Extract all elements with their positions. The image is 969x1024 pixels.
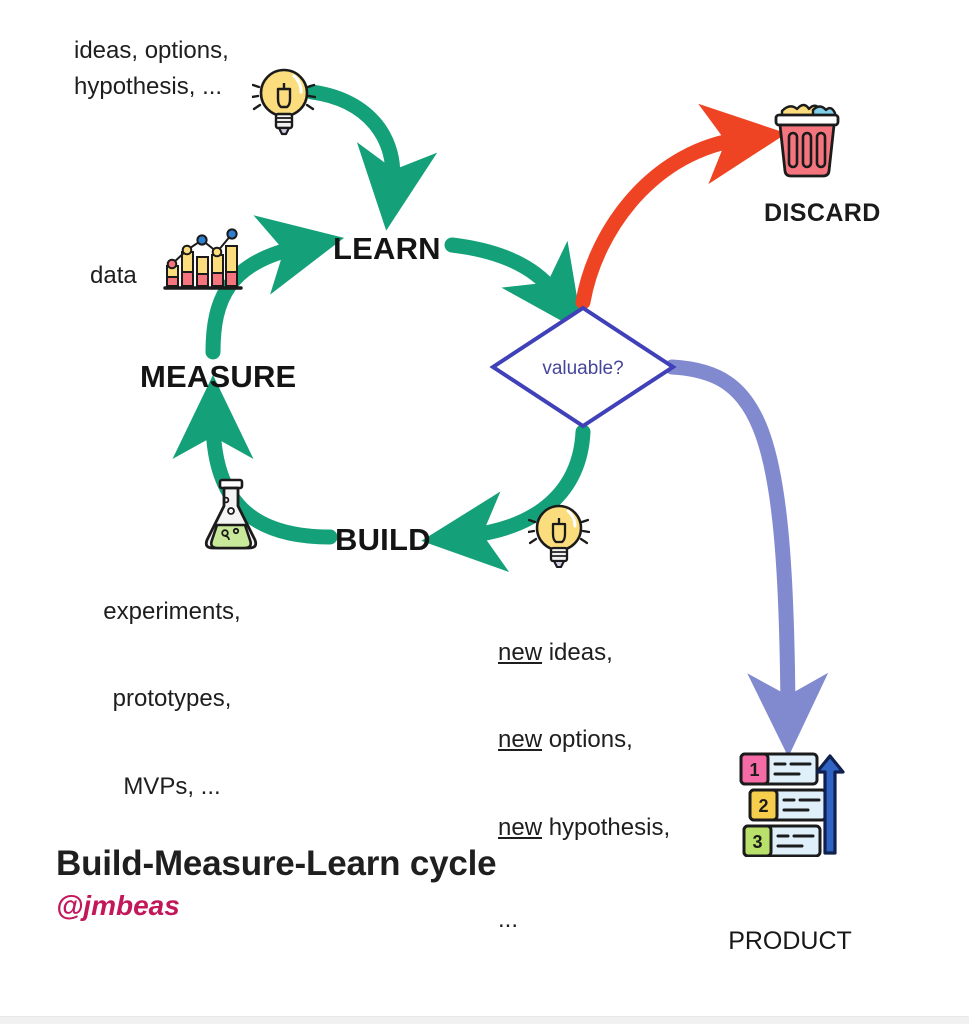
node-build: BUILD (335, 522, 431, 557)
decision-label: valuable? (542, 358, 624, 379)
page-title: Build-Measure-Learn cycle (56, 844, 497, 883)
arrow-decision-to-discard (575, 103, 787, 310)
backlog-label: PRODUCT BACKLOG (728, 927, 852, 1024)
arrow-ideas-to-learn (304, 84, 438, 231)
arrow-decision-to-backlog (664, 359, 829, 757)
arrow-learn-to-decision (444, 237, 584, 333)
backlog-card-2: 2 (748, 788, 828, 822)
new-keyword: new (498, 638, 543, 666)
author-handle: @jmbeas (56, 890, 180, 921)
node-learn: LEARN (333, 231, 441, 266)
ideas-annotation-line2: hypothesis, ... (74, 73, 223, 100)
svg-text:3: 3 (752, 832, 762, 852)
arrow-decision-to-build (421, 424, 591, 573)
experiments-annotation: experiments, prototypes, MVPs, ... (103, 597, 241, 801)
flask-icon (200, 478, 262, 553)
node-measure: MEASURE (140, 359, 297, 394)
ideas-annotation: ideas, options, (74, 37, 229, 64)
backlog-card-3: 3 (742, 824, 822, 858)
svg-text:1: 1 (749, 760, 759, 780)
trash-can-icon (766, 97, 848, 179)
new-ideas-annotation: new ideas, new options, new hypothesis, … (498, 638, 671, 933)
lightbulb-icon (250, 55, 317, 140)
backlog-cards-icon: 1 2 3 (736, 752, 846, 858)
svg-text:2: 2 (758, 796, 768, 816)
bar-chart-icon (163, 222, 243, 294)
discard-label: DISCARD (764, 199, 881, 227)
lightbulb-icon (526, 491, 591, 573)
arrow-build-to-measure (172, 375, 338, 545)
bottom-strip (0, 1016, 969, 1024)
data-annotation: data (90, 262, 137, 289)
backlog-card-1: 1 (739, 752, 819, 786)
new-keyword: new (498, 814, 543, 842)
priority-up-arrow-icon (814, 752, 846, 857)
decision-diamond (489, 305, 677, 429)
new-keyword: new (498, 726, 543, 754)
